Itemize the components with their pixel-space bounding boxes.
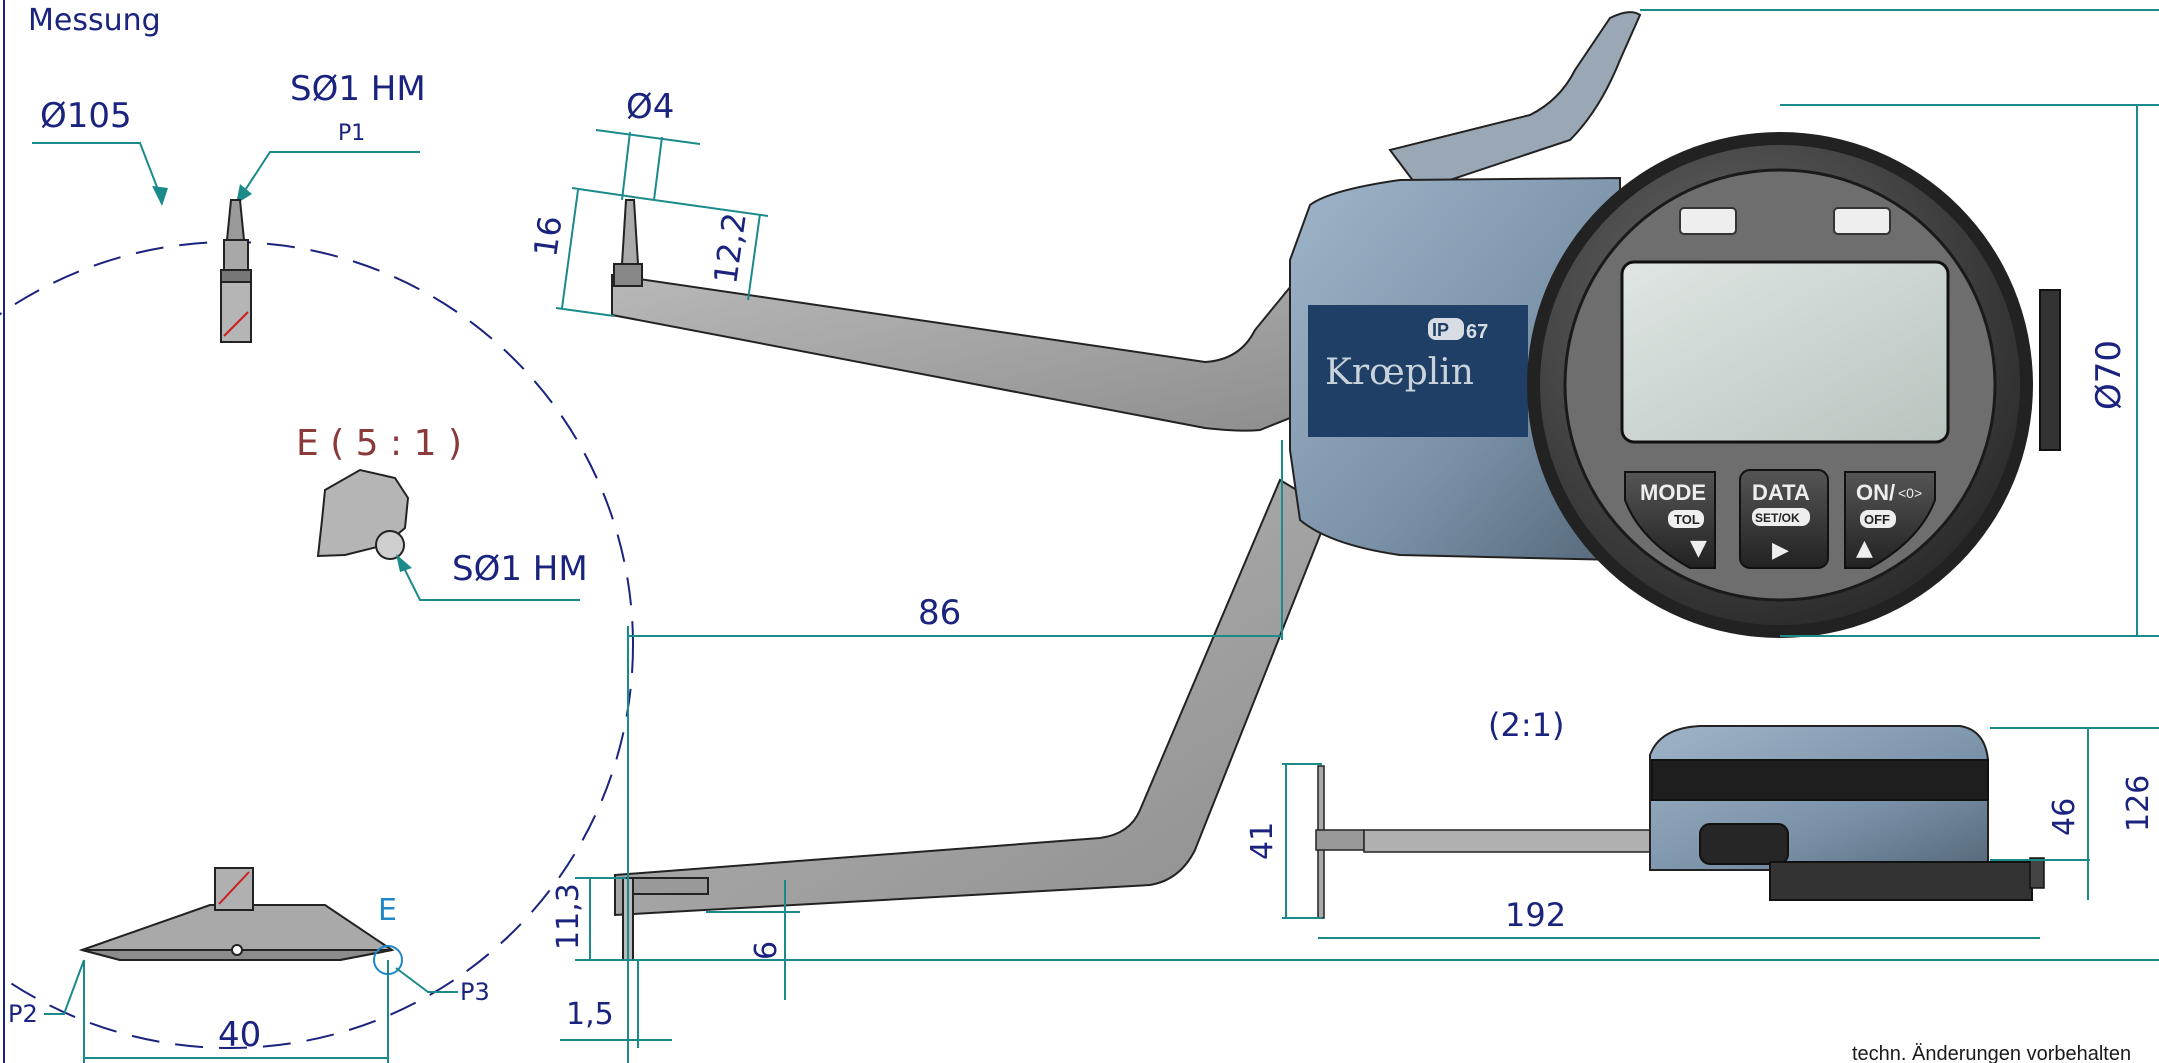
dia105-label: Ø105	[40, 96, 132, 136]
mode-button[interactable]: MODE TOL ▼	[1624, 471, 1716, 569]
brand-name: Krœplin	[1325, 352, 1474, 393]
on-label: ON/	[1856, 480, 1895, 505]
p1-leader	[239, 151, 420, 199]
dia70-label: Ø70	[2089, 340, 2129, 410]
detail-e-tip	[316, 468, 410, 560]
mode-label: MODE	[1640, 480, 1706, 505]
side-button	[2039, 289, 2061, 451]
probe-p1	[220, 199, 252, 343]
up-arrow-icon: ▲	[1856, 536, 1873, 561]
dim126-label: 126	[2121, 775, 2156, 832]
dia4-ext-left	[621, 131, 631, 201]
data-button[interactable]: DATA SET/OK ▶	[1739, 469, 1829, 569]
dim16-label: 16	[526, 214, 569, 260]
detail-leader	[399, 559, 580, 601]
ip-rating: 67	[1466, 321, 1488, 343]
dim16-ext-bottom	[555, 307, 615, 317]
dim6-label: 6	[749, 941, 784, 960]
side-view	[1315, 725, 2045, 919]
lower-arm	[614, 478, 1332, 917]
upper-arm	[611, 272, 1307, 432]
p2-label: P2	[8, 1000, 38, 1028]
ip-badge-text: IP	[1432, 320, 1449, 340]
dia4-line	[595, 129, 701, 145]
ip-badge	[1428, 318, 1464, 340]
dia4-ext-right	[653, 136, 663, 201]
zero-label: <0>	[1898, 485, 1922, 501]
down-arrow-icon: ▼	[1690, 536, 1707, 561]
detail-arrow	[396, 554, 412, 572]
off-label: OFF	[1864, 512, 1890, 527]
p2-leader	[44, 959, 85, 1015]
p3-leader	[395, 967, 458, 993]
dim12-2-label: 12,2	[706, 210, 754, 286]
on-off-button[interactable]: ON/ <0> OFF ▲	[1844, 471, 1936, 569]
dim12-ext-top	[639, 197, 769, 217]
dim40-label: 40	[218, 1015, 261, 1055]
sdia1hm-detail-label: SØ1 HM	[452, 549, 588, 589]
p3-label: P3	[460, 978, 490, 1006]
dim46-label: 46	[2047, 798, 2082, 836]
dim1-5-label: 1,5	[566, 997, 614, 1032]
indicator-right	[1833, 207, 1891, 235]
dim16-ext-top	[571, 187, 641, 199]
dim11-3-label: 11,3	[551, 883, 586, 950]
scale-label: (2:1)	[1488, 706, 1564, 744]
p1-label: P1	[338, 121, 365, 146]
upper-probe-tip	[613, 199, 643, 287]
dim16-line	[561, 189, 579, 309]
data-label: DATA	[1752, 480, 1810, 505]
dim41-label: 41	[1245, 822, 1280, 860]
dia4-label: Ø4	[626, 87, 674, 127]
brand-plate	[1308, 305, 1528, 437]
footer-note: techn. Änderungen vorbehalten	[1852, 1043, 2131, 1063]
detail-e-title: E ( 5 : 1 )	[296, 423, 462, 464]
probe-bottom	[78, 867, 403, 975]
lever	[1388, 11, 1642, 192]
tol-label: TOL	[1674, 512, 1700, 527]
indicator-left	[1679, 207, 1737, 235]
sdia1hm-p1-label: SØ1 HM	[290, 69, 426, 109]
right-arrow-icon: ▶	[1772, 538, 1789, 563]
lcd-display	[1620, 260, 1950, 444]
dia105-arrow	[152, 186, 168, 206]
lower-probe-tip	[622, 877, 709, 961]
set-ok-label: SET/OK	[1755, 511, 1800, 525]
dim86-label: 86	[918, 593, 961, 633]
dia105-leader	[32, 142, 163, 201]
dim192-label: 192	[1505, 896, 1566, 934]
dim12-line	[747, 213, 761, 301]
e-marker-label: E	[378, 893, 397, 928]
drawing-title: Messung	[28, 3, 161, 38]
